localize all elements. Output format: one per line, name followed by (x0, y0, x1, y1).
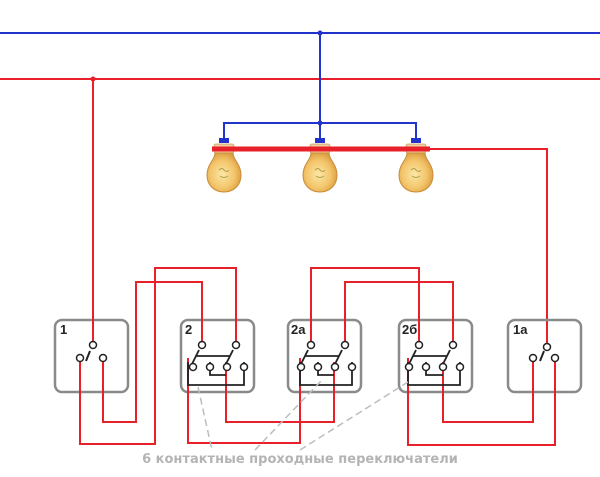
switch-boxes (53, 318, 583, 394)
switch-2a-box[interactable] (286, 318, 363, 394)
switch-2-box[interactable] (179, 318, 256, 394)
switch-2a-mechanism (296, 340, 357, 386)
switch-2-label: 2 (185, 322, 192, 337)
switch-2b-label: 2б (402, 322, 417, 337)
switch-2-mechanism (187, 340, 249, 386)
lamp-phase-wire (212, 146, 548, 347)
phase-wiring (79, 79, 556, 446)
switch-1a-box[interactable] (506, 318, 583, 394)
switch-1-label: 1 (60, 322, 67, 337)
switch-1-mechanism (75, 340, 108, 363)
switch-2b-mechanism (404, 340, 465, 386)
switch-2a-label: 2а (291, 322, 306, 337)
lamp-junction-dot (317, 120, 323, 126)
switch-2b-box[interactable] (397, 318, 474, 394)
switch-1a-label: 1а (513, 322, 528, 337)
switch-1-box[interactable] (53, 318, 130, 394)
caption-leader-lines (197, 379, 409, 451)
switch-1a-mechanism (528, 342, 560, 363)
diagram-caption: 6 контактные проходные переключатели (142, 452, 458, 467)
neutral-lamp-wires (223, 33, 417, 142)
lamp-terminals (219, 138, 421, 143)
